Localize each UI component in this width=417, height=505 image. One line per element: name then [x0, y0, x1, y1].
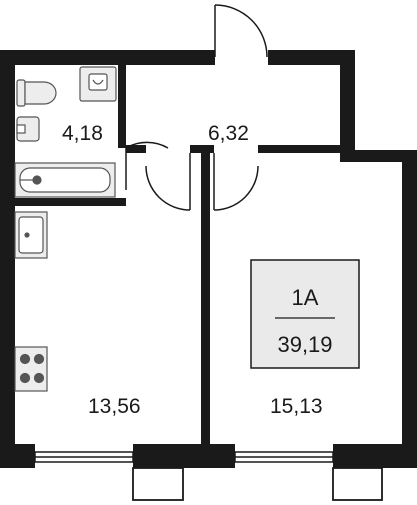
bedroom-door	[213, 153, 259, 211]
balcony-boxes	[132, 467, 383, 501]
outer-walls	[0, 50, 417, 468]
stove-icon	[14, 346, 48, 392]
kitchen-area-label: 13,56	[88, 395, 141, 418]
kitchen-balcony	[132, 467, 184, 501]
bathroom-door	[125, 141, 169, 190]
bathroom-fixtures	[14, 66, 117, 198]
apartment-total-area: 39,19	[277, 332, 332, 357]
bathtub-icon	[14, 162, 116, 198]
windows	[34, 451, 334, 463]
kitchen-window	[34, 451, 134, 463]
kitchen-sink-icon	[14, 211, 48, 259]
sink-icon	[16, 116, 40, 142]
entrance-door	[214, 4, 268, 58]
apartment-badge: 1A 39,19	[250, 259, 360, 369]
toilet-icon	[16, 79, 57, 107]
bedroom-area-label: 15,13	[270, 395, 323, 418]
kitchen-fixtures	[14, 211, 48, 392]
bathroom-area-label: 4,18	[62, 122, 103, 145]
apartment-type: 1A	[292, 285, 319, 310]
bedroom-window	[234, 451, 334, 463]
hall-area-label: 6,32	[208, 122, 249, 145]
doors	[125, 4, 268, 211]
kitchen-door	[145, 153, 191, 211]
interior-walls	[15, 65, 348, 444]
bedroom-balcony	[332, 467, 383, 501]
washing-machine-icon	[79, 66, 117, 102]
